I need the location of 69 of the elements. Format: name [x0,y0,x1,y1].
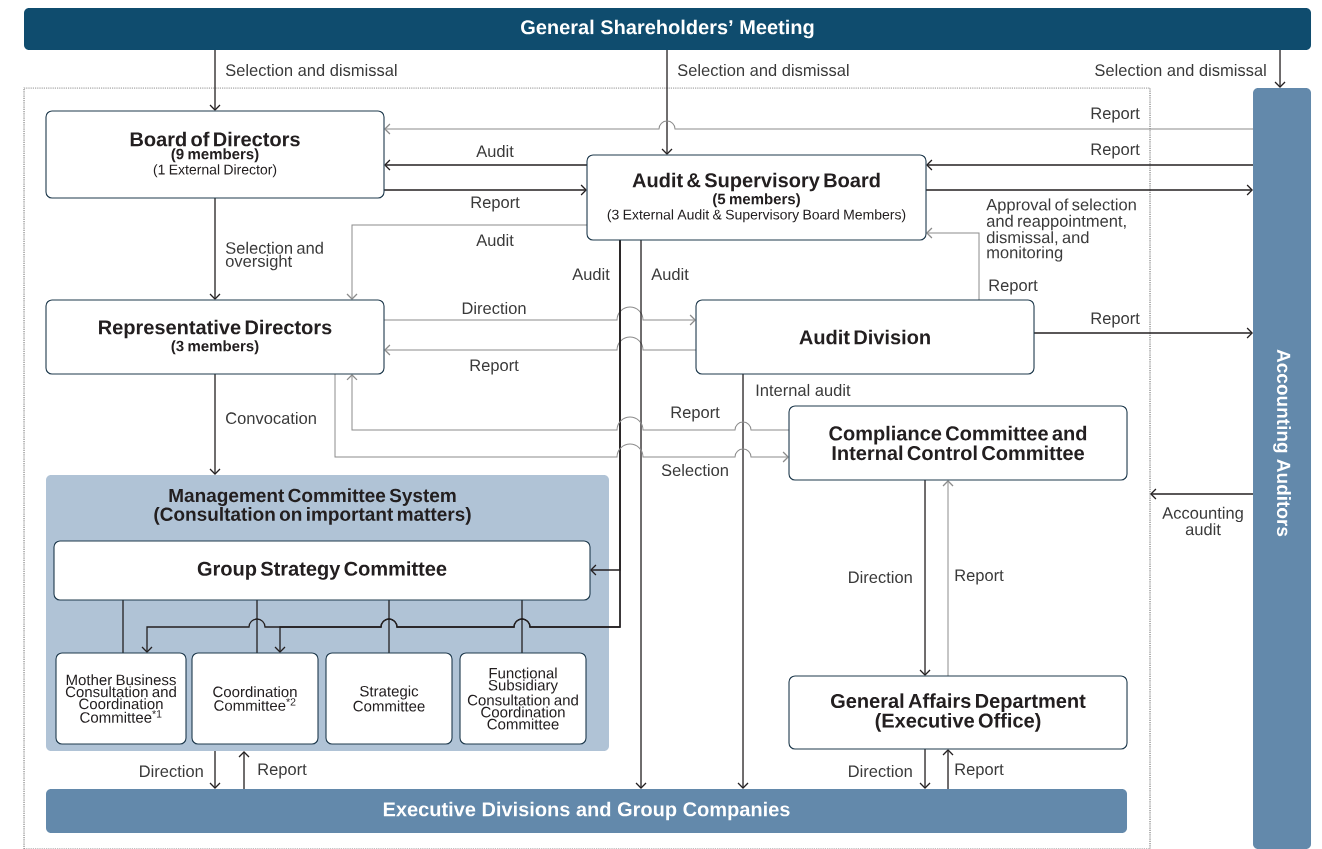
arrow [274,239,621,653]
org-box: Group Strategy Committee [53,540,591,601]
arrow [1033,327,1253,339]
arrow [383,306,696,326]
arrow [334,373,789,463]
edge-label: Selection [661,463,728,477]
org-box: Compliance Committee and Internal Control Committee [788,405,1128,481]
arrow [209,197,221,300]
dotted-frame [23,87,1151,849]
footer-bar: Executive Divisions and Group Companies [46,789,1127,833]
arrow [919,479,931,676]
arrow [737,373,749,789]
edge-label: Selection and oversight [225,241,323,271]
side-bar: Accounting Auditors [1253,88,1311,849]
edge-label: Report [955,763,1004,779]
edge-label: Selection and dismissal [677,63,849,77]
arrow [209,373,221,475]
org-box: Audit & Supervisory Board (5 members) (3 External Audit & Supervisory Board Members) [586,154,927,241]
edge-label: Selection and dismissal [225,63,397,77]
committee-box: Strategic Committee [325,652,453,745]
edge-label: Report [671,406,720,422]
edge-label: Audit [572,267,610,281]
arrow [942,749,954,790]
org-box: Representative Directors (3 members) [45,299,385,375]
edge-label: Approval of selection and reappointment, dismissal, and monitoring [986,198,1136,262]
arrow [661,49,673,155]
edge-label: Direction [140,764,203,778]
edge-label: Report [955,569,1004,585]
committee-box: Mother Business Consultation and Coordination Committee$^{*1}$ [55,652,187,745]
arrow [925,184,1253,196]
org-box: Board of Directors (9 members) (1 External Director) [45,110,385,199]
edge-label: Audit [476,144,514,158]
edge-label: Report [258,763,307,779]
edge-label: Internal audit [756,383,851,397]
committee-box: Functional Subsidiary Consultation and Coordination Committee [459,652,587,745]
edge-label: Accounting audit [1162,506,1243,536]
org-box: Audit Division [695,299,1035,375]
edge-label: Report [1091,107,1140,123]
arrow [942,480,954,677]
arrow [919,748,931,789]
edge-label: Selection and dismissal [1095,63,1266,77]
org-box: General Affairs Department (Executive Office) [788,675,1128,750]
arrow [926,227,980,301]
arrow [384,336,697,356]
edge-label: Convocation [226,411,316,425]
arrow [1150,488,1254,500]
arrow [926,159,1254,171]
arrow [1274,49,1286,88]
edge-label: Direction [849,764,912,778]
arrow [384,159,588,171]
edge-label: Audit [476,233,514,247]
arrow [635,239,647,789]
header-bar: General Shareholders’ Meeting [24,8,1311,50]
arrow [238,751,250,790]
edge-label: Direction [849,570,912,584]
arrow [346,224,588,300]
edge-label: Report [1091,312,1140,328]
arrow [209,49,221,111]
arrow [383,184,587,196]
arrow [346,374,790,431]
edge-label: Report [471,196,520,212]
arrow [384,120,1254,135]
edge-label: Report [470,359,519,375]
committee-box: Coordination Committee$^{*2}$ [191,652,319,745]
edge-label: Report [989,279,1038,295]
edge-label: Direction [462,301,526,315]
edge-label: Report [1091,143,1140,159]
arrow [209,750,221,789]
edge-label: Audit [651,267,689,281]
